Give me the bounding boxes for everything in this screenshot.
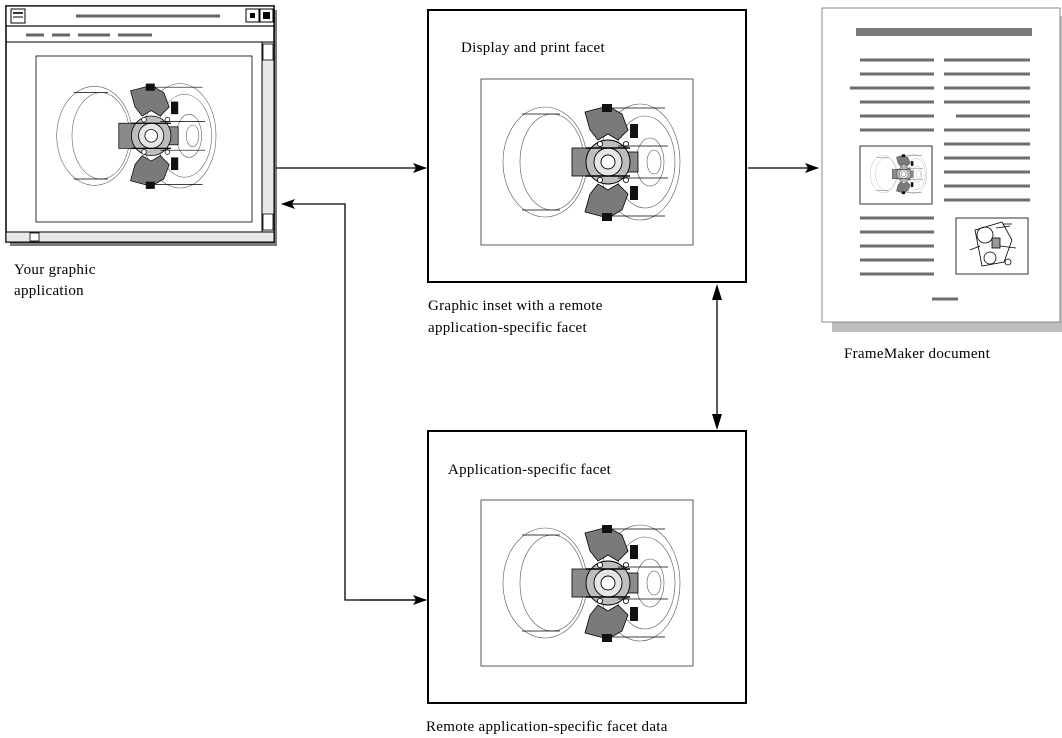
display-print-facet-box (427, 9, 747, 283)
graphic-application-window (5, 5, 277, 246)
application-facet-box (427, 430, 747, 704)
document-text-lines (850, 58, 1030, 301)
inset-caption-line2: application-specific facet (428, 320, 587, 336)
framemaker-caption: FrameMaker document (844, 346, 991, 362)
app-facet-title: Application-specific facet (448, 462, 612, 478)
app-caption-line2: application (14, 283, 84, 299)
window-menu-icon[interactable] (10, 8, 26, 24)
vertical-scrollbar[interactable] (261, 41, 275, 233)
machine-sketch-icon (969, 221, 1017, 267)
display-facet-title: Display and print facet (461, 40, 605, 56)
horizontal-scrollbar[interactable] (5, 231, 275, 243)
remote-caption: Remote application-specific facet data (426, 719, 668, 735)
arrow-loop-to-app (281, 199, 426, 601)
document-heading (856, 28, 1032, 36)
inset-caption-line1: Graphic inset with a remote (428, 298, 603, 314)
app-caption-line1: Your graphic (14, 262, 96, 278)
connectors (276, 163, 819, 605)
framemaker-document (821, 7, 1062, 332)
